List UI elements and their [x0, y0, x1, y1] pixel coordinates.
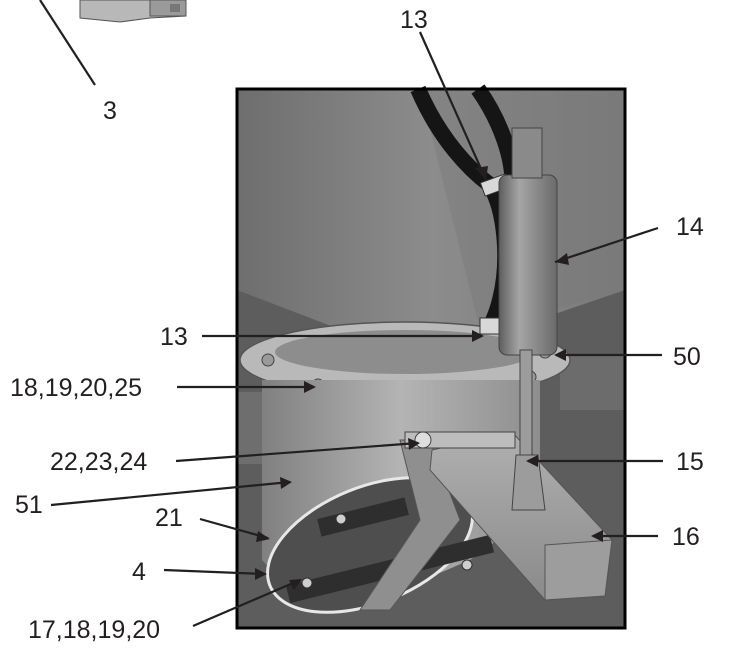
- callout-14: 14: [676, 213, 704, 241]
- item-3-bracket: [79, 0, 187, 23]
- frame-tube-right: [560, 355, 625, 410]
- photo-frame: [237, 84, 625, 628]
- callout-13-mid: 13: [160, 323, 188, 351]
- callout-17-18-19-20: 17,18,19,20: [28, 616, 160, 644]
- callout-50: 50: [673, 343, 701, 371]
- callout-15: 15: [676, 448, 704, 476]
- cylinder-rod: [519, 349, 533, 461]
- callout-3: 3: [103, 97, 117, 125]
- callout-51: 51: [15, 491, 43, 519]
- arrowheads: [255, 166, 603, 590]
- hydraulic-cylinder: [498, 174, 558, 356]
- callout-16: 16: [672, 523, 700, 551]
- callout-22-23-24: 22,23,24: [50, 448, 147, 476]
- leader-lines: [39, 0, 663, 628]
- photo-border: [235, 87, 627, 630]
- callout-4: 4: [132, 558, 146, 586]
- callout-13-top: 13: [400, 6, 428, 34]
- callout-18-19-20-25: 18,19,20,25: [10, 374, 142, 402]
- clevis: [511, 454, 546, 511]
- callout-21: 21: [155, 504, 183, 532]
